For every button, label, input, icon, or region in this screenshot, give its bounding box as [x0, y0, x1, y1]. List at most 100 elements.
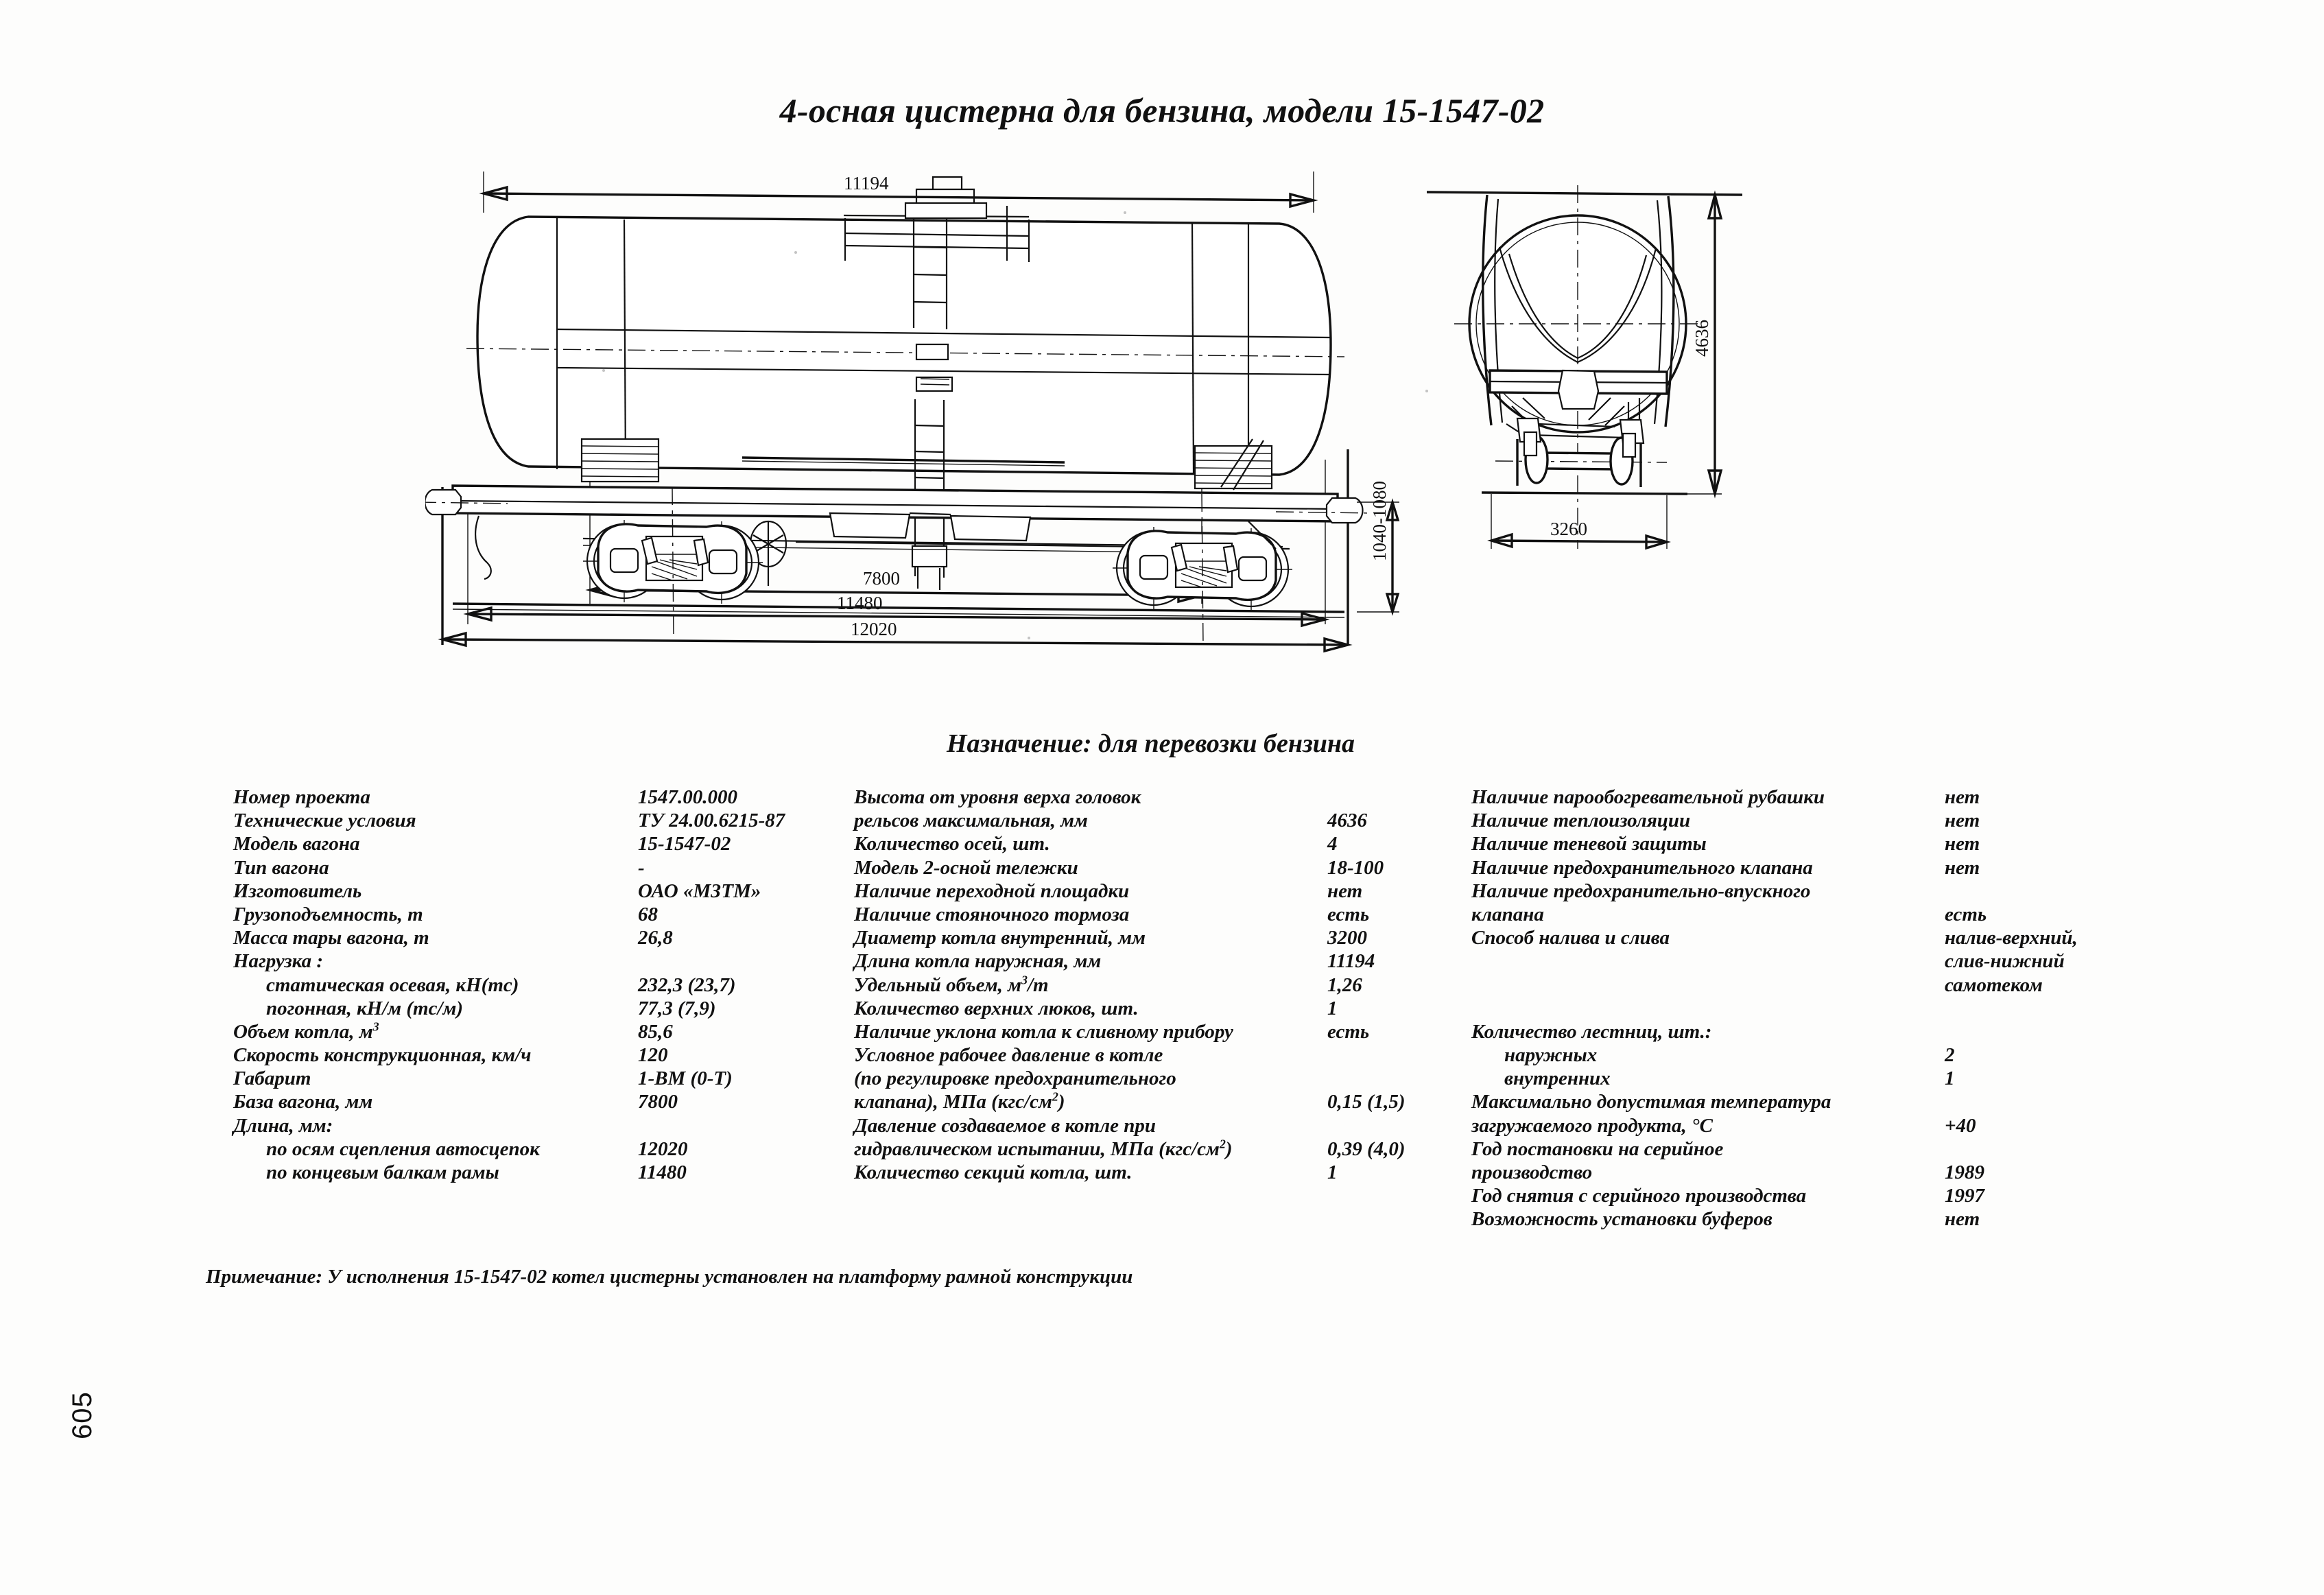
spec-label: Модель вагона — [233, 833, 360, 855]
spec-label: (по регулировке предохранительного — [854, 1067, 1176, 1090]
spec-label: Объем котла, м3 — [233, 1019, 379, 1043]
mid-fittings — [915, 343, 953, 392]
spec-row: Количество секций котла, шт.1 — [854, 1163, 1444, 1186]
drain-outlet-assembly — [911, 521, 948, 590]
spec-label: Наличие теневой защиты — [1471, 833, 1707, 855]
spec-value: 7800 — [638, 1091, 678, 1113]
spec-value: слив-нижний — [1945, 950, 2065, 973]
spec-value: 1 — [1327, 997, 1338, 1019]
end-ladder-right — [1220, 438, 1277, 550]
spec-row: Наличие предохранительно-впускного — [1471, 881, 2089, 905]
spec-row: слив-нижний — [1471, 952, 2089, 975]
spec-value: нет — [1945, 786, 1980, 808]
spec-row: Модель 2-осной тележки 18-100 — [854, 858, 1444, 882]
dim-label-7800: 7800 — [863, 568, 900, 589]
spec-label: производство — [1471, 1161, 1593, 1183]
spec-value: 18-100 — [1327, 856, 1384, 879]
spec-row: Наличие теневой защиты нет — [1471, 834, 2089, 858]
spec-value: 1-ВМ (0-Т) — [638, 1067, 733, 1090]
spec-value: есть — [1327, 1020, 1370, 1043]
spec-label: рельсов максимальная, мм — [854, 810, 1088, 832]
spec-value: 232,3 (23,7) — [638, 973, 736, 996]
spec-label: Наличие теплоизоляции — [1471, 810, 1691, 832]
spec-label: Изготовитель — [233, 879, 362, 902]
spec-row: погонная, кН/м (тс/м)77,3 (7,9) — [233, 997, 782, 1022]
handbrake-wheel — [749, 520, 787, 586]
bogie-left — [583, 486, 763, 639]
spec-value: 1 — [1327, 1161, 1338, 1183]
spec-label: статическая осевая, кН(тс) — [266, 973, 519, 996]
spec-label: Технические условия — [233, 810, 416, 832]
spec-label: Максимально допустимая температура — [1471, 1091, 1831, 1113]
spec-row: Количество верхних люков, шт.1 — [854, 997, 1444, 1022]
end-elevation-view: 4636 3260 — [1426, 185, 1743, 550]
spec-label: Номер проекта — [233, 786, 370, 808]
spec-label: погонная, кН/м (тс/м) — [266, 997, 464, 1019]
spec-value: нет — [1945, 833, 1980, 855]
spec-value: нет — [1945, 810, 1980, 832]
spec-label: наружных — [1504, 1044, 1598, 1067]
spec-value: ОАО «МЗТМ» — [638, 879, 761, 902]
spec-label: Грузоподъемность, т — [233, 903, 423, 925]
spec-value: 3200 — [1327, 927, 1367, 949]
bogie-right — [1113, 493, 1292, 646]
spec-label: Удельный объем, м3/т — [854, 972, 1049, 996]
tank-barrel — [466, 215, 1345, 476]
spec-value: налив-верхний, — [1945, 927, 2078, 949]
spec-label: Наличие переходной площадки — [854, 879, 1130, 902]
dimension-4636: 4636 — [1671, 190, 1723, 499]
spec-value: есть — [1327, 903, 1370, 925]
page-number: 605 — [67, 1391, 97, 1439]
spec-label: Модель 2-осной тележки — [854, 856, 1078, 879]
dim-label-3260: 3260 — [1550, 519, 1587, 539]
spec-value: 1,26 — [1327, 973, 1362, 996]
spec-row: Год постановки на серийное — [1471, 1139, 2089, 1163]
dim-label-11480: 11480 — [837, 593, 883, 613]
spec-value: нет — [1945, 1208, 1980, 1231]
spec-label: Высота от уровня верха головок — [854, 786, 1141, 808]
spec-value: 0,39 (4,0) — [1327, 1137, 1406, 1160]
spec-label: Наличие парообогревательной рубашки — [1471, 786, 1825, 808]
spec-value: 1547.00.000 — [638, 786, 737, 808]
spec-row: загружаемого продукта, °С+40 — [1471, 1115, 2089, 1139]
spec-row: Тип вагона - — [233, 858, 782, 882]
spec-label: Наличие стояночного тормоза — [854, 903, 1130, 925]
air-hose — [475, 515, 492, 580]
spec-row: самотеком — [1471, 973, 2089, 999]
spec-value: - — [638, 856, 645, 879]
spec-row: Длина, мм: — [233, 1115, 782, 1139]
spec-label: Наличие предохранительного клапана — [1471, 856, 1813, 879]
spec-row: Технические условия ТУ 24.00.6215-87 — [233, 810, 785, 834]
spec-row: Габарит 1-ВМ (0-Т) — [233, 1069, 782, 1092]
spec-label: Габарит — [233, 1067, 311, 1090]
spec-value: самотеком — [1945, 973, 2043, 996]
spec-row: Наличие стояночного тормоза есть — [854, 903, 1444, 928]
page-title: 4-осная цистерна для бензина, модели 15-… — [779, 91, 1545, 130]
dim-label-11194: 11194 — [844, 173, 889, 193]
spec-row: клапана), МПа (кгс/см2)0,15 (1,5) — [854, 1091, 1444, 1115]
purpose-line: Назначение: для перевозки бензина — [947, 729, 1355, 758]
spec-row: Наличие теплоизоляции нет — [1471, 811, 2089, 834]
spec-value: 26,8 — [638, 927, 673, 949]
spec-value: ТУ 24.00.6215-87 — [638, 810, 785, 832]
spec-label: Масса тары вагона, т — [233, 927, 429, 949]
spec-label: Тип вагона — [233, 856, 329, 879]
spec-label: Количество осей, шт. — [854, 833, 1050, 855]
dimension-3260: 3260 — [1487, 494, 1671, 550]
spec-row: Максимально допустимая температура — [1471, 1092, 2089, 1115]
spec-label: Условное рабочее давление в котле — [854, 1044, 1163, 1067]
